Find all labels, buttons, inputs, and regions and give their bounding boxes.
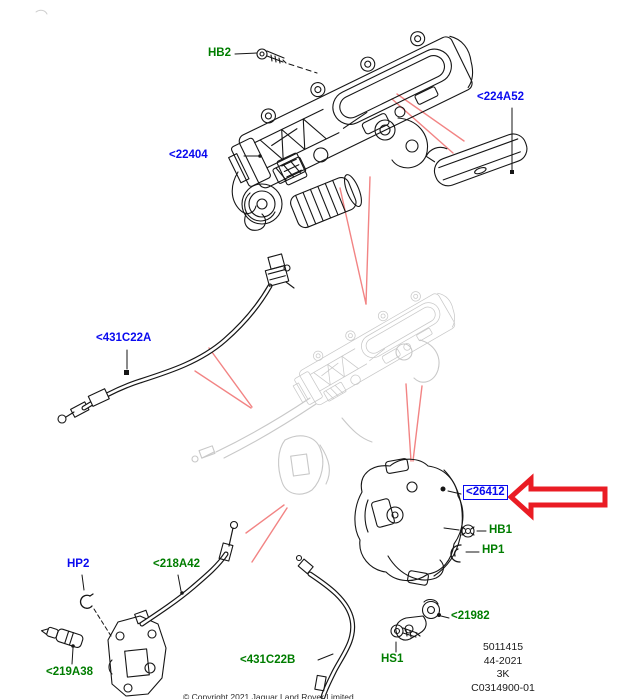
drawing-info-line: 44-2021 (483, 654, 523, 667)
door-module-assembly-art (214, 14, 485, 231)
hb2-screw-art (256, 48, 318, 74)
leader-lines (71, 52, 514, 665)
drawing-info-line: 3K (496, 668, 510, 681)
part-label-hb2[interactable]: HB2 (208, 47, 232, 59)
highlight-arrow-icon (507, 473, 608, 521)
front-latch-art (107, 520, 239, 697)
striker-21982-art (395, 599, 441, 641)
hs1-screw-art (390, 624, 421, 638)
part-label-hb1[interactable]: HB1 (489, 524, 513, 536)
print-artifact (35, 9, 48, 15)
ghost-assembly-art (191, 278, 464, 495)
drawing-info-block: 5011415 44-2021 3K C0314900-01 (443, 641, 563, 695)
part-label-hs1[interactable]: HS1 (381, 653, 404, 665)
part-label-224a52[interactable]: <224A52 (477, 91, 524, 103)
sensor-219a38-art (40, 626, 84, 648)
part-label-26412-highlighted[interactable]: <26412 (463, 485, 508, 500)
part-label-431c22b[interactable]: <431C22B (240, 654, 296, 666)
lock-cable-431c22b-art (295, 554, 356, 699)
part-label-218a42[interactable]: <218A42 (153, 558, 200, 570)
drawing-info-line: C0314900-01 (471, 681, 535, 694)
hp1-clip-art (450, 544, 462, 563)
part-label-431c22a[interactable]: <431C22A (96, 332, 152, 344)
part-label-22404[interactable]: <22404 (169, 149, 208, 161)
drawing-info-line: 5011415 (482, 641, 524, 653)
copyright-text: © Copyright 2021 Jaguar Land Rover Limit… (183, 692, 354, 699)
part-label-hp2[interactable]: HP2 (67, 558, 90, 570)
rear-latch-26412-art (354, 458, 464, 586)
part-label-hp1[interactable]: HP1 (482, 544, 505, 556)
hb1-nut-art (461, 524, 475, 538)
part-label-219a38[interactable]: <219A38 (46, 666, 93, 678)
hp2-clip-art (79, 593, 112, 637)
part-label-21982[interactable]: <21982 (451, 610, 490, 622)
handle-cap-art (425, 133, 528, 187)
release-cable-431c22a-art (57, 253, 295, 424)
